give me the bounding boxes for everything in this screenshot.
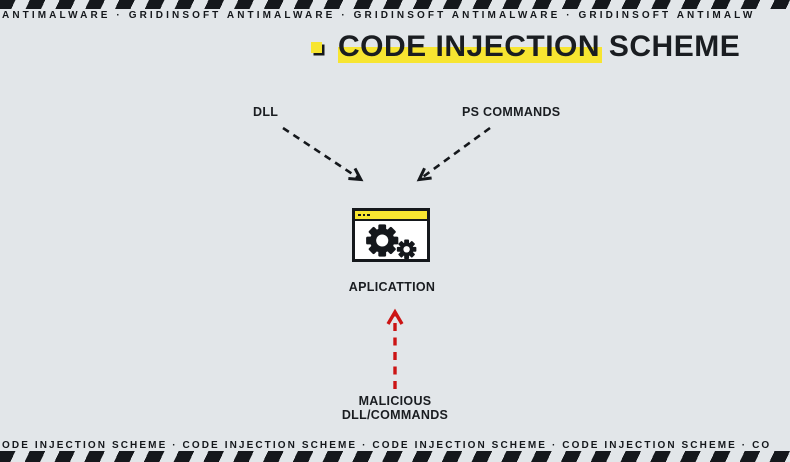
hazard-stripes-top bbox=[0, 0, 790, 9]
gears-graphic bbox=[366, 224, 417, 260]
label-application: APLICATTION bbox=[348, 280, 436, 294]
dll-arrow bbox=[282, 126, 364, 182]
banner-top-text: ANTIMALWARE · GRIDINSOFT ANTIMALWARE · G… bbox=[2, 10, 756, 21]
hazard-stripes-bottom bbox=[0, 451, 790, 462]
app-window-titlebar bbox=[355, 211, 427, 221]
gear-icon-small bbox=[396, 239, 417, 260]
ps-commands-arrow bbox=[416, 126, 491, 182]
app-window-icon bbox=[352, 208, 430, 262]
label-malicious-line1: MALICIOUS bbox=[358, 394, 432, 408]
gear-icon-large bbox=[366, 224, 399, 257]
title-bullet-square bbox=[311, 42, 322, 53]
label-ps-commands: PS COMMANDS bbox=[462, 105, 561, 119]
window-dot bbox=[358, 213, 361, 217]
window-dot bbox=[367, 213, 370, 217]
banner-bottom-text: ODE INJECTION SCHEME · CODE INJECTION SC… bbox=[2, 440, 772, 451]
label-dll: DLL bbox=[253, 105, 279, 119]
title-highlight-bar bbox=[338, 47, 602, 63]
label-malicious: MALICIOUS DLL/COMMANDS bbox=[315, 394, 475, 422]
page-title: CODE INJECTION SCHEME bbox=[338, 30, 741, 63]
app-window-body bbox=[355, 221, 427, 261]
window-dot bbox=[362, 213, 365, 217]
label-malicious-line2: DLL/COMMANDS bbox=[341, 407, 449, 422]
